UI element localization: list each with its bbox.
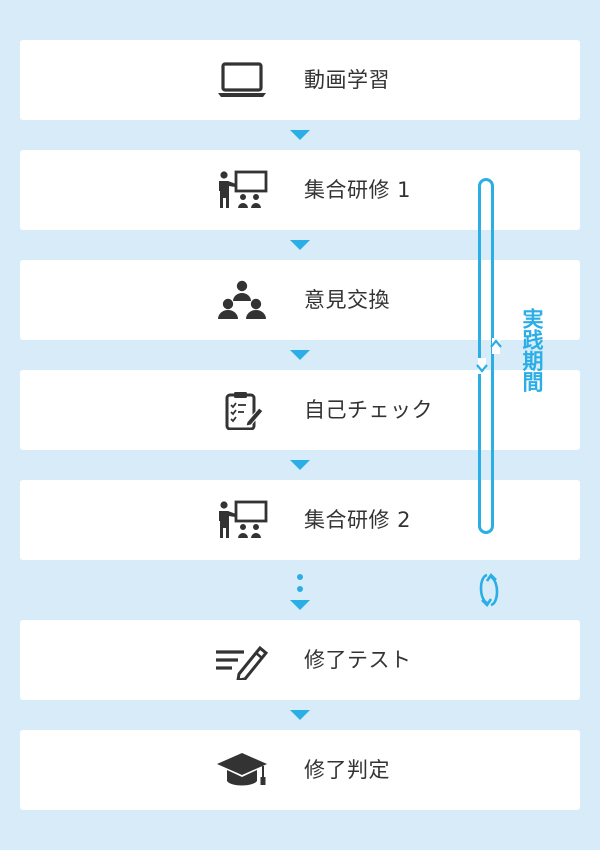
classroom-lecture-icon (214, 500, 270, 540)
flow-arrow (290, 240, 310, 250)
step-completion-judgment: 修了判定 (20, 730, 580, 810)
practice-period-label: 実践期間 (520, 308, 544, 392)
step-label: 集合研修 1 (304, 178, 412, 202)
writing-pen-icon (214, 640, 270, 680)
flow-arrow (290, 130, 310, 140)
up-arrow-icon (490, 338, 502, 354)
continuation-dot (297, 574, 303, 580)
flow-arrow (290, 710, 310, 720)
step-label: 自己チェック (304, 398, 433, 422)
flow-arrow (290, 350, 310, 360)
continuation-dot (297, 586, 303, 592)
laptop-icon (214, 60, 270, 100)
step-label: 修了判定 (304, 758, 390, 782)
clipboard-checklist-icon (214, 390, 270, 430)
graduation-cap-icon (214, 750, 270, 790)
classroom-lecture-icon (214, 170, 270, 210)
step-label: 動画学習 (304, 68, 390, 92)
group-discussion-icon (214, 280, 270, 320)
step-label: 意見交換 (304, 288, 390, 312)
flow-arrow (290, 460, 310, 470)
step-opinion-exchange: 意見交換 (20, 260, 580, 340)
step-group-training-1: 集合研修 1 (20, 150, 580, 230)
step-group-training-2: 集合研修 2 (20, 480, 580, 560)
step-self-check: 自己チェック (20, 370, 580, 450)
practice-period-bracket (478, 178, 494, 534)
down-arrow-icon (476, 358, 488, 374)
step-label: 修了テスト (304, 648, 412, 672)
step-label: 集合研修 2 (304, 508, 412, 532)
step-completion-test: 修了テスト (20, 620, 580, 700)
step-video-learning: 動画学習 (20, 40, 580, 120)
flow-arrow (290, 600, 310, 610)
repeat-cycle-icon (479, 572, 499, 608)
